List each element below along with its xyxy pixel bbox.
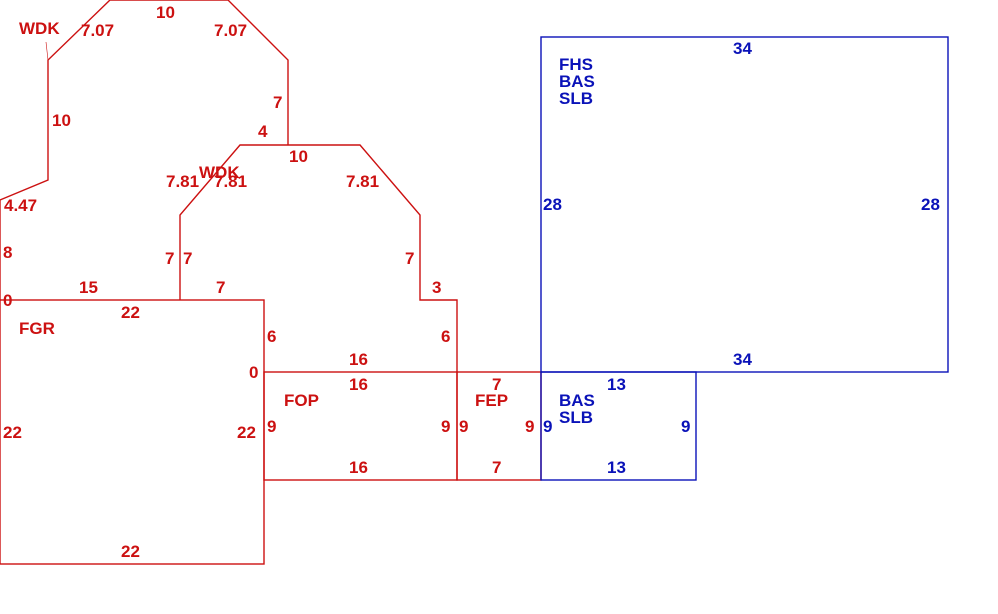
dim-label: 22 [237, 423, 256, 442]
dim-label: 7 [405, 249, 414, 268]
wdk-upper-outline [0, 0, 289, 300]
fgr-outline [0, 299, 265, 565]
wdk-leader-line [45, 41, 49, 61]
wdk-lower-label: WDK [199, 163, 240, 182]
dim-label: 7.81 [214, 172, 247, 191]
dim-label: 9 [441, 417, 450, 436]
bas-small-outline [540, 371, 697, 481]
dim-label: 10 [156, 3, 175, 22]
dim-label: 10 [52, 111, 71, 130]
dim-label: 7.81 [346, 172, 379, 191]
main-area-label: FHS [559, 55, 593, 74]
dim-label: 4.47 [4, 196, 37, 215]
dim-label: 16 [349, 375, 368, 394]
dim-label: 7 [273, 93, 282, 112]
dim-label: 9 [267, 417, 276, 436]
dim-label: 16 [349, 350, 368, 369]
dim-label: 16 [349, 458, 368, 477]
dim-label: 6 [267, 327, 276, 346]
dim-label: 0 [3, 291, 12, 310]
dim-label: 7 [183, 249, 192, 268]
dim-label: 13 [607, 458, 626, 477]
dim-label: 4 [258, 122, 268, 141]
dim-label: 9 [525, 417, 534, 436]
dim-label: 34 [733, 350, 752, 369]
wdk-lower-outline [179, 144, 458, 372]
dim-label: 7 [492, 458, 501, 477]
main-living-outline [540, 36, 949, 373]
dim-label: 28 [921, 195, 940, 214]
main-area-label: BAS [559, 72, 595, 91]
dim-label: 15 [79, 278, 98, 297]
dim-label: 6 [441, 327, 450, 346]
dim-label: 7 [492, 375, 501, 394]
main-area-label: SLB [559, 89, 593, 108]
dim-label: 7.07 [81, 21, 114, 40]
dim-label: 3 [432, 278, 441, 297]
dim-label: 7.07 [214, 21, 247, 40]
dim-label: 7.81 [166, 172, 199, 191]
dim-label: 0 [249, 363, 258, 382]
dim-label: 7 [216, 278, 225, 297]
dim-label: 10 [289, 147, 308, 166]
dim-label: 13 [607, 375, 626, 394]
bas-small-label: SLB [559, 408, 593, 427]
fop-label: FOP [284, 391, 319, 410]
dim-label: 9 [543, 417, 552, 436]
dim-label: 8 [3, 243, 12, 262]
dim-label: 22 [121, 542, 140, 561]
dim-label: 7 [165, 249, 174, 268]
bas-small-label: BAS [559, 391, 595, 410]
dim-label: 9 [459, 417, 468, 436]
fgr-label: FGR [19, 319, 55, 338]
wdk-upper-label: WDK [19, 19, 60, 38]
dim-label: 28 [543, 195, 562, 214]
fep-label: FEP [475, 391, 508, 410]
dim-label: 34 [733, 39, 752, 58]
dim-label: 9 [681, 417, 690, 436]
dim-label: 22 [121, 303, 140, 322]
dim-label: 22 [3, 423, 22, 442]
